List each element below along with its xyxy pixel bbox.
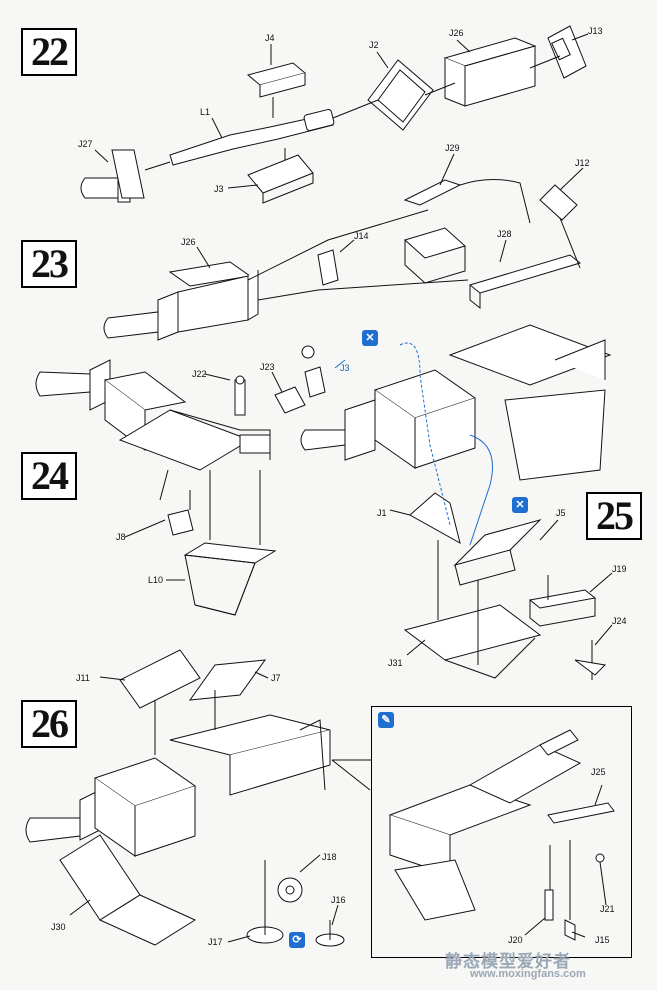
label-j3-step22: J3 bbox=[214, 184, 224, 194]
step-number-24: 24 bbox=[21, 452, 77, 500]
label-j15: J15 bbox=[595, 935, 610, 945]
label-j23: J23 bbox=[260, 362, 275, 372]
label-j25: J25 bbox=[591, 767, 606, 777]
label-j26-top: J26 bbox=[449, 28, 464, 38]
label-j13: J13 bbox=[588, 26, 603, 36]
label-j20: J20 bbox=[508, 935, 523, 945]
watermark-url: www.moxingfans.com bbox=[470, 968, 586, 980]
detail-inset-parts bbox=[388, 729, 615, 941]
label-j7: J7 bbox=[271, 673, 281, 683]
label-j19: J19 bbox=[612, 564, 627, 574]
glue-icon: ✕ bbox=[512, 497, 528, 513]
label-j31: J31 bbox=[388, 658, 403, 668]
label-l1: L1 bbox=[200, 107, 211, 117]
label-j27: J27 bbox=[78, 139, 93, 149]
label-j2: J2 bbox=[369, 40, 379, 50]
label-j26-step23: J26 bbox=[181, 237, 196, 247]
watermark-text: 静态模型爱好者 bbox=[445, 952, 571, 972]
label-j5: J5 bbox=[556, 508, 566, 518]
label-j18: J18 bbox=[322, 852, 337, 862]
step23-parts bbox=[103, 153, 584, 341]
label-j4: J4 bbox=[265, 33, 275, 43]
step24-parts bbox=[35, 345, 326, 616]
step22-parts bbox=[80, 25, 589, 204]
label-j24: J24 bbox=[612, 616, 627, 626]
glue-icon: ✕ bbox=[362, 330, 378, 346]
label-j11: J11 bbox=[76, 673, 90, 683]
label-l10: L10 bbox=[148, 575, 164, 585]
label-j21: J21 bbox=[600, 904, 615, 914]
label-j1: J1 bbox=[377, 508, 387, 518]
label-j12: J12 bbox=[575, 158, 590, 168]
step25-parts bbox=[300, 324, 613, 680]
detail-inset bbox=[371, 706, 632, 958]
label-j30: J30 bbox=[51, 922, 66, 932]
glue-guides bbox=[334, 342, 493, 546]
label-j22: J22 bbox=[192, 369, 207, 379]
label-j28: J28 bbox=[497, 229, 512, 239]
step26-parts bbox=[25, 649, 371, 947]
label-j14: J14 bbox=[354, 231, 369, 241]
label-j3-step24: J3 bbox=[340, 363, 350, 373]
step-number-25: 25 bbox=[586, 492, 642, 540]
step-number-26: 26 bbox=[21, 700, 77, 748]
step-number-23: 23 bbox=[21, 240, 77, 288]
label-j16: J16 bbox=[331, 895, 346, 905]
step-number-22: 22 bbox=[21, 28, 77, 76]
label-j17: J17 bbox=[208, 937, 223, 947]
label-j29: J29 bbox=[445, 143, 460, 153]
label-j8: J8 bbox=[116, 532, 126, 542]
rotate-icon: ⟳ bbox=[289, 932, 305, 948]
paint-icon: ✎ bbox=[378, 712, 394, 728]
